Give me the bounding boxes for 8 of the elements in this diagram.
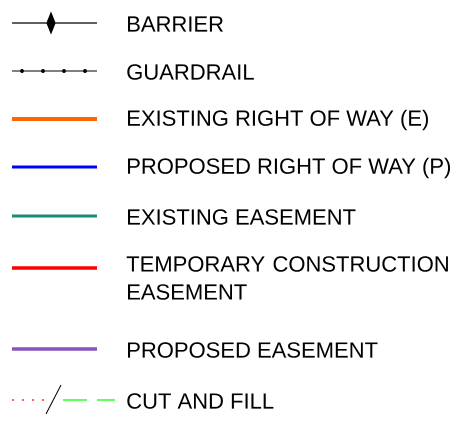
legend-label: BARRIER [128,16,223,32]
legend-label: CUT AND FILL [127,393,274,409]
legend-label: PROPOSED EASEMENT [128,342,378,358]
legend-label: EXISTING EASEMENT [128,209,356,225]
legend-label: TEMPORARY CONSTRUCTION EASEMENT [126,256,448,300]
legend-label: GUARDRAIL [127,64,254,80]
legend-label: PROPOSED RIGHT OF WAY (P) [128,158,450,178]
legend-label: EXISTING RIGHT OF WAY (E) [128,110,428,130]
